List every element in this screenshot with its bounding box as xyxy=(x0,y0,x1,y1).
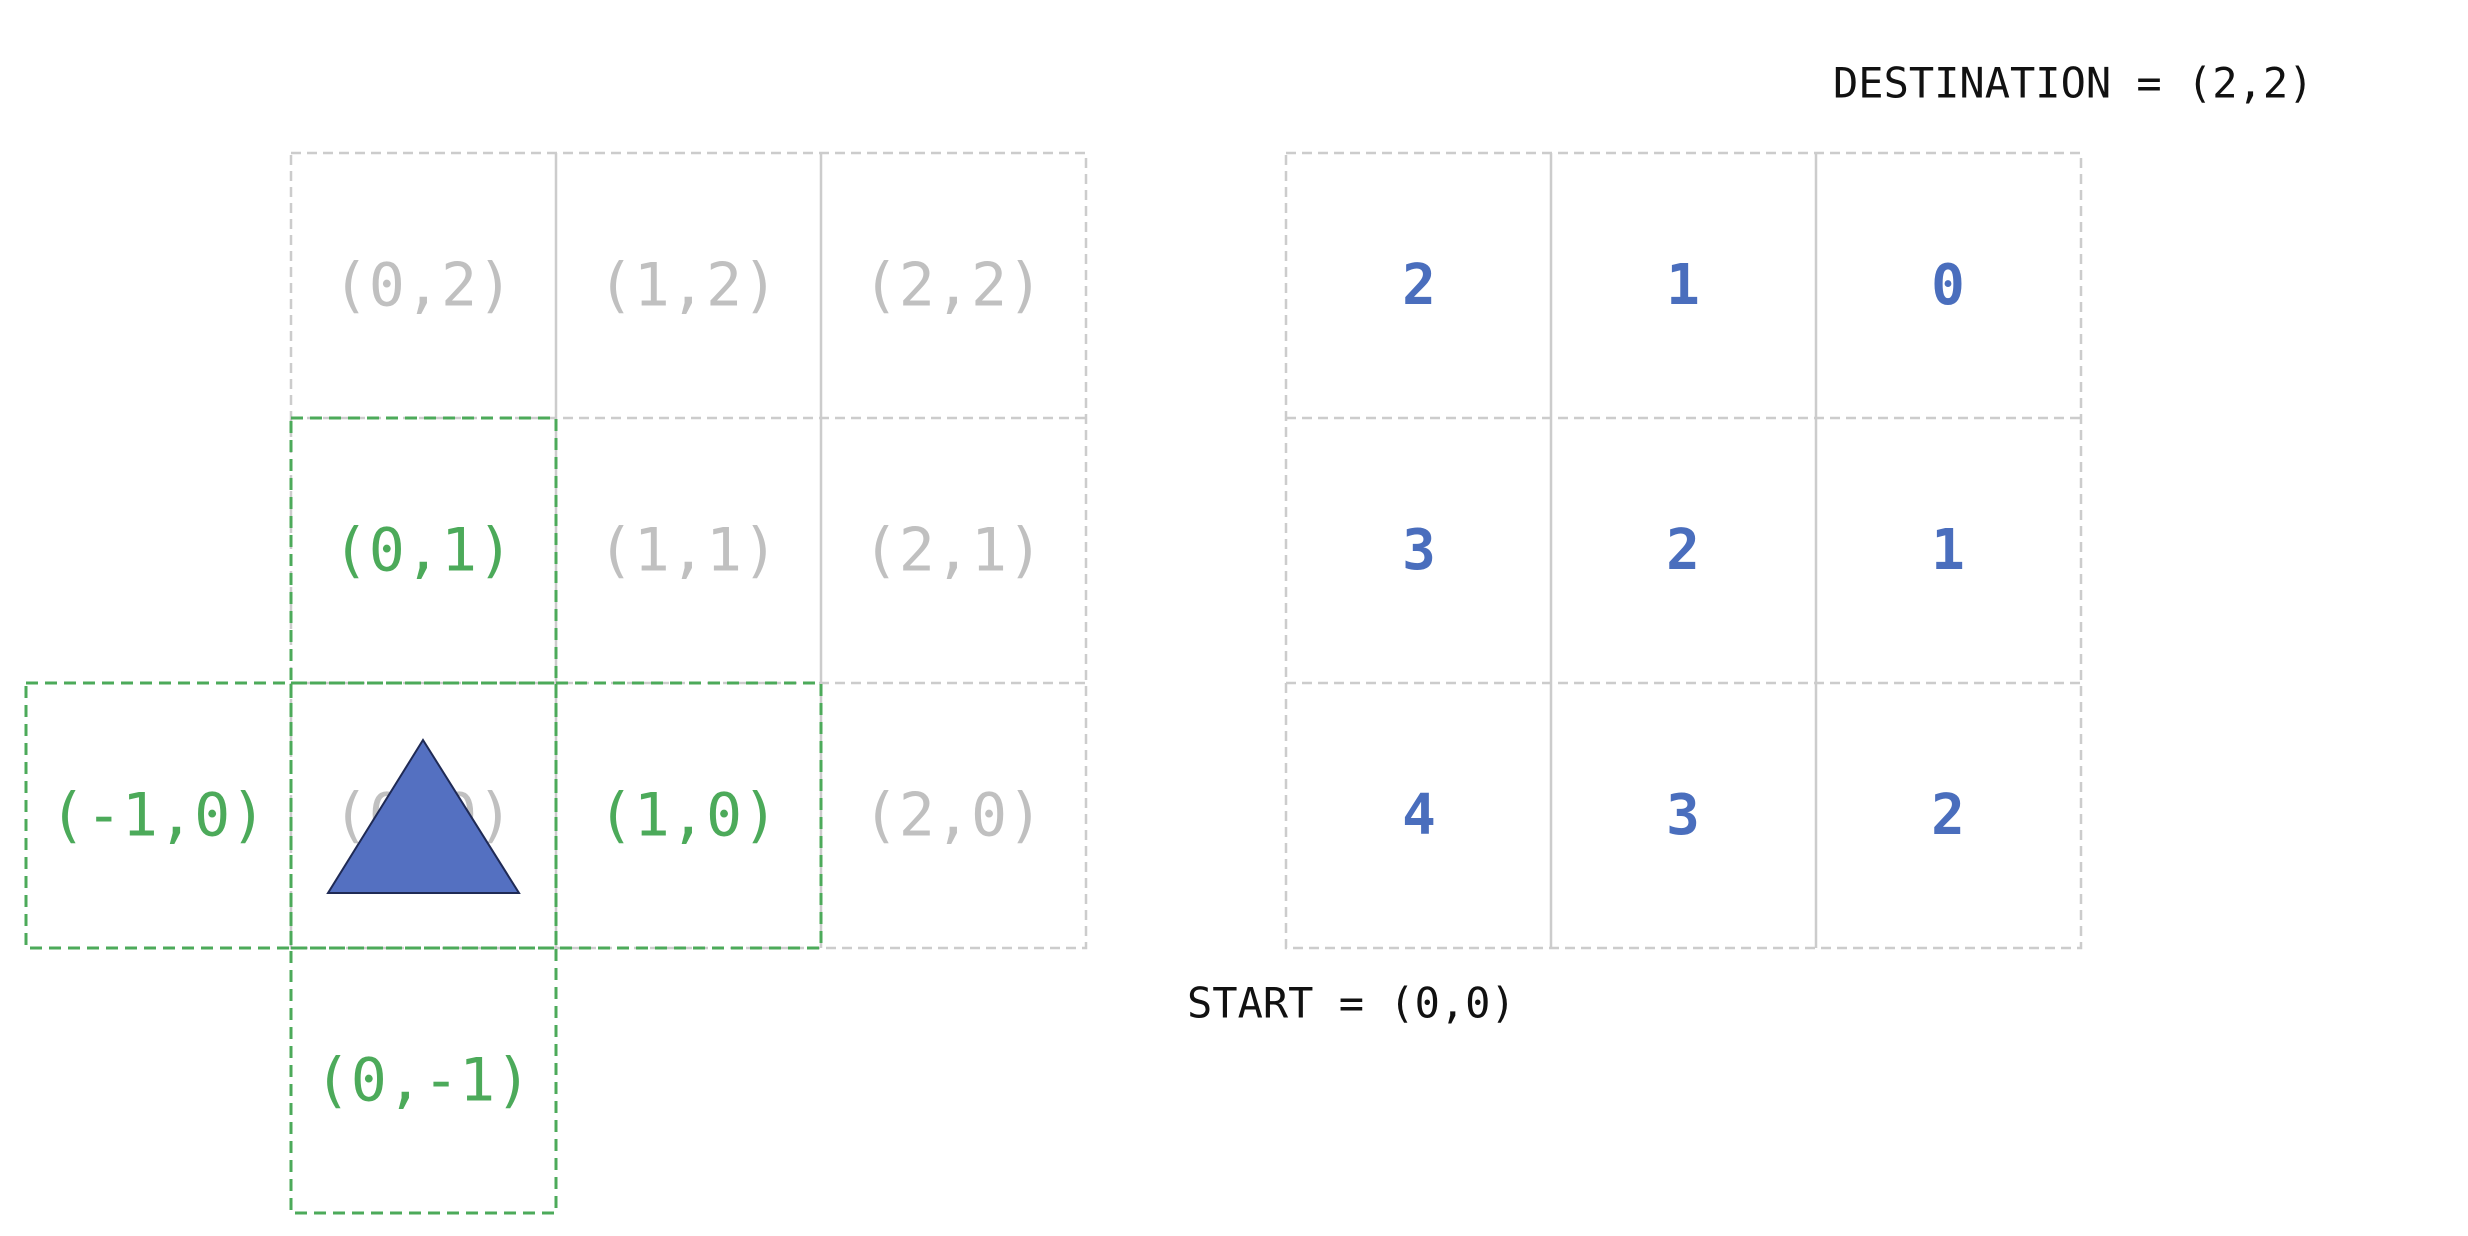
distance-cell: 0 xyxy=(1931,253,1965,318)
distance-cell: 1 xyxy=(1666,253,1700,318)
cell-0-2: (0,2) xyxy=(333,251,514,321)
distance-grid-border xyxy=(1284,151,2083,950)
cell-1-1: (1,1) xyxy=(598,516,779,586)
cell-1-2: (1,2) xyxy=(598,251,779,321)
neighbor-label-down: (0,-1) xyxy=(315,1046,532,1116)
distance-cell: 4 xyxy=(1402,783,1436,848)
start-label: START = (0,0) xyxy=(1187,979,1516,1028)
destination-label: DESTINATION = (2,2) xyxy=(1833,59,2313,108)
neighbor-label-up: (0,1) xyxy=(333,516,514,586)
neighbor-label-right: (1,0) xyxy=(598,781,779,851)
cell-2-0: (2,0) xyxy=(863,781,1044,851)
cell-2-1: (2,1) xyxy=(863,516,1044,586)
coordinate-grid-border xyxy=(289,151,1088,950)
neighbor-labels: (0,1) (-1,0) (1,0) (0,-1) xyxy=(50,516,779,1116)
distance-grid: 2 1 0 3 2 1 4 3 2 xyxy=(1284,151,2083,950)
distance-cell: 3 xyxy=(1666,783,1700,848)
distance-cell: 2 xyxy=(1666,518,1700,583)
agent-triangle-icon xyxy=(326,738,521,894)
cell-2-2: (2,2) xyxy=(863,251,1044,321)
distance-cell: 3 xyxy=(1402,518,1436,583)
neighbor-label-left: (-1,0) xyxy=(50,781,267,851)
distance-cell: 1 xyxy=(1931,518,1965,583)
distance-cell: 2 xyxy=(1931,783,1965,848)
distance-cell: 2 xyxy=(1402,253,1436,318)
